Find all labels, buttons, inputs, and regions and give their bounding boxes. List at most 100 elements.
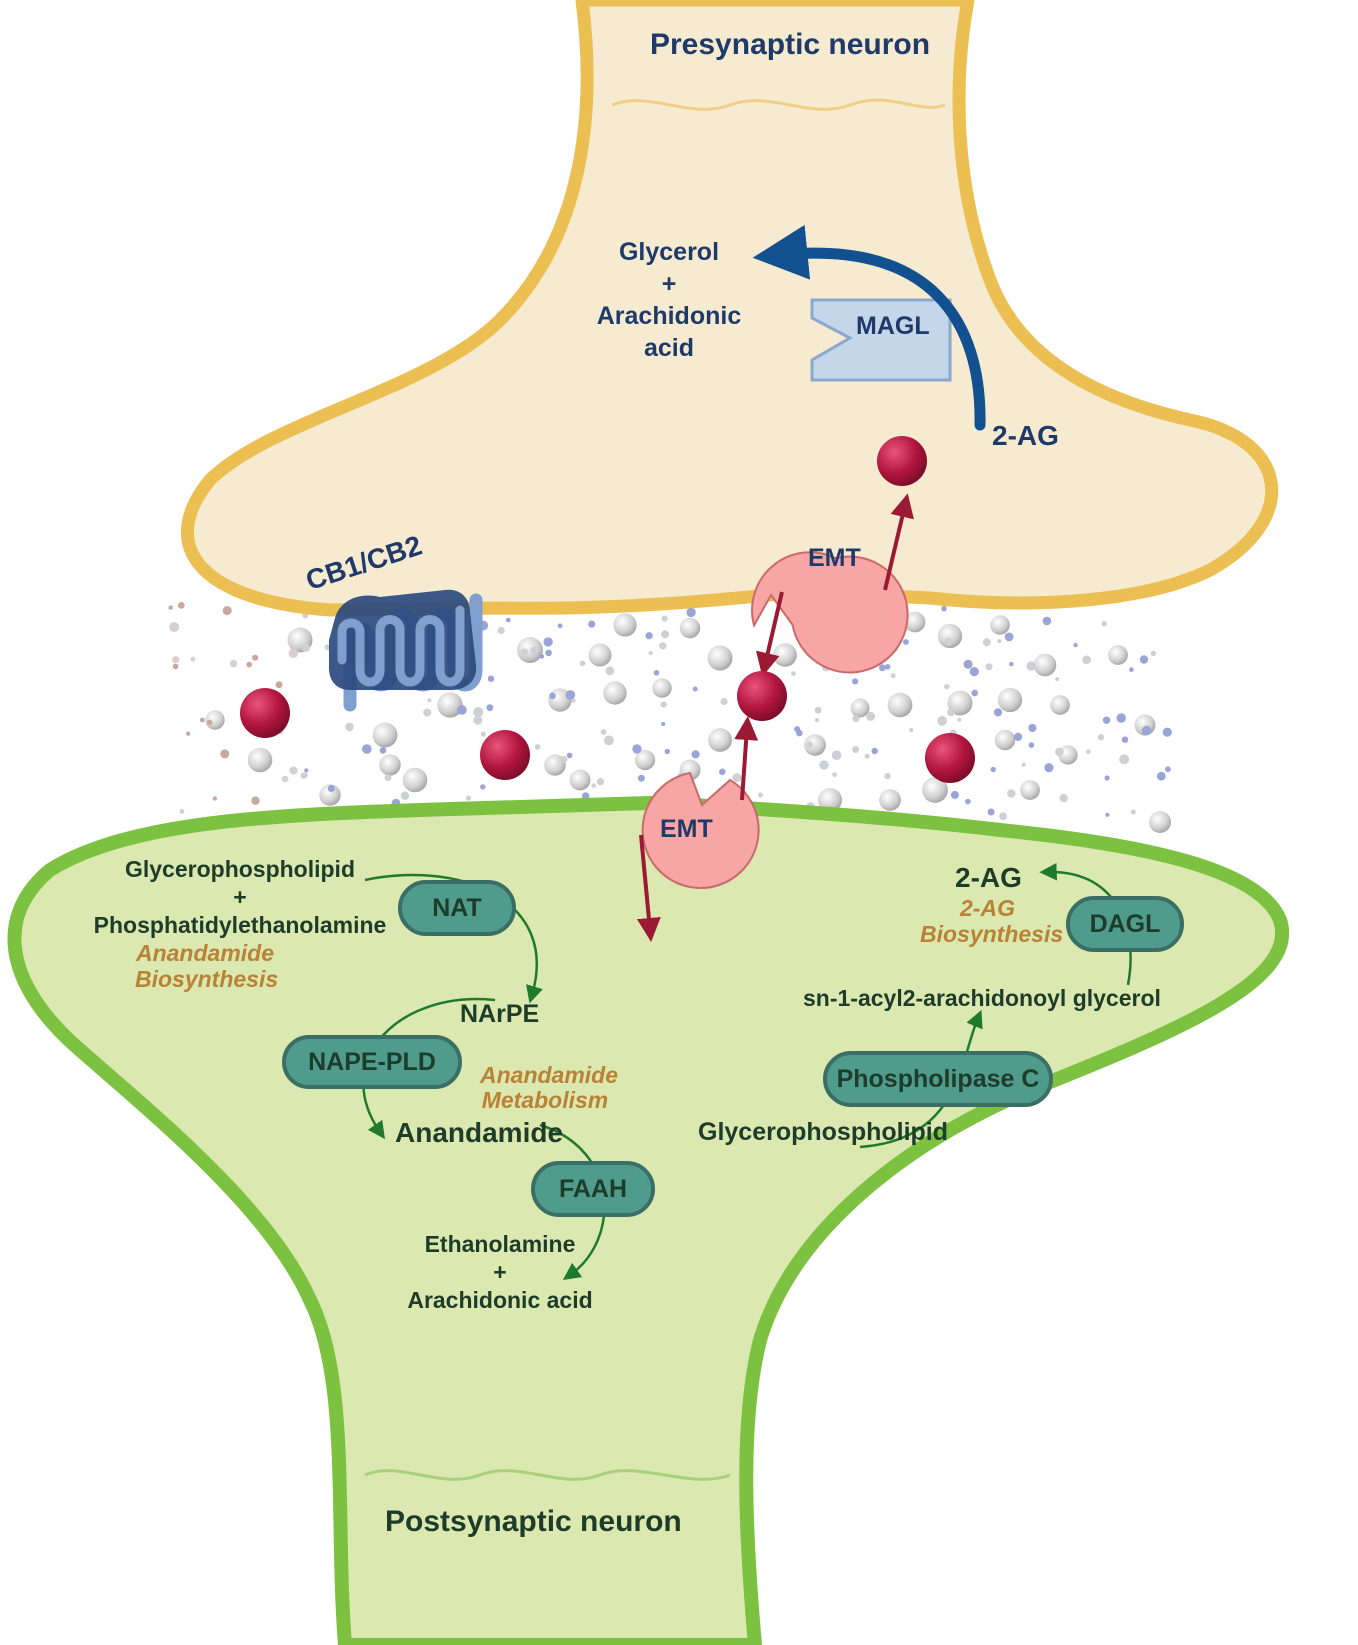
cleft-dot xyxy=(1104,775,1110,781)
post-2ag-label: 2-AG xyxy=(955,862,1022,893)
cleft-vesicle xyxy=(922,777,948,803)
cleft-dot xyxy=(947,708,955,717)
twoag-biosynthesis-line2: Biosynthesis xyxy=(920,921,1064,947)
cleft-dot xyxy=(791,671,796,676)
cleft-dot xyxy=(645,632,653,640)
cleft-dot xyxy=(190,656,196,662)
cleft-dot xyxy=(207,719,213,726)
cleft-dot xyxy=(950,790,959,799)
cleft-dot xyxy=(571,698,576,703)
cleft-dot xyxy=(212,796,217,801)
anandamide-metabolism-label: Anandamide Metabolism xyxy=(480,1063,618,1113)
glycerophospholipid-label: Glycerophospholipid xyxy=(698,1118,949,1146)
cleft-vesicle xyxy=(544,754,566,776)
cleft-dot xyxy=(1007,789,1016,798)
cleft-dot xyxy=(427,698,432,703)
cleft-dot xyxy=(379,747,387,754)
cleft-dot xyxy=(362,744,372,754)
cleft-vesicle xyxy=(997,687,1023,713)
cleft-vesicle xyxy=(372,722,398,748)
cleft-dot xyxy=(758,792,763,798)
cleft-dot xyxy=(1055,677,1060,682)
substrate-phosphatidylethanolamine: Phosphatidylethanolamine xyxy=(93,912,387,938)
cleft-vesicle xyxy=(379,754,401,776)
cleft-dot xyxy=(1073,643,1078,648)
cleft-vesicle xyxy=(679,617,701,639)
cleft-dot xyxy=(852,678,859,685)
cleft-vesicle xyxy=(247,747,273,773)
cleft-dot xyxy=(909,727,914,733)
anandamide-biosynthesis-line1: Anandamide xyxy=(135,940,275,966)
cleft-dot xyxy=(831,750,842,760)
cleft-vesicle xyxy=(588,643,612,667)
cleft-dot xyxy=(944,684,950,690)
cleft-dot xyxy=(487,675,495,682)
cleft-dot xyxy=(220,749,230,759)
cleft-vesicle xyxy=(1108,645,1128,665)
cleft-dot xyxy=(982,638,991,647)
cleft-dot xyxy=(1121,736,1129,743)
cleft-vesicle xyxy=(613,613,637,637)
cleft-dot xyxy=(971,689,978,697)
sn1-acyl-label: sn-1-acyl2-arachidonoyl glycerol xyxy=(803,985,1161,1011)
cleft-vesicle xyxy=(817,787,843,813)
cleft-dot xyxy=(993,708,1003,717)
cleft-dot xyxy=(660,701,667,708)
cleft-dot xyxy=(664,748,670,755)
cleft-dot xyxy=(1116,713,1126,723)
cleft-dot xyxy=(990,766,996,773)
anandamide-label: Anandamide xyxy=(395,1117,564,1148)
ligand-sphere xyxy=(480,730,530,780)
cleft-dot xyxy=(579,660,586,667)
postsynaptic-neuron-membrane xyxy=(7,795,1290,1645)
cleft-dot xyxy=(497,626,505,635)
magl-product-glycerol: Glycerol xyxy=(618,238,720,266)
cleft-dot xyxy=(1021,762,1026,767)
anandamide-substrates: Glycerophospholipid + Phosphatidylethano… xyxy=(90,855,390,939)
cleft-dot xyxy=(987,808,995,816)
emt-arrow-down-pre xyxy=(756,591,784,677)
substrate-plus: + xyxy=(233,884,247,910)
cleft-dot xyxy=(588,620,596,628)
cleft-dot xyxy=(864,753,870,759)
ligand-sphere xyxy=(737,671,787,721)
cleft-vesicle xyxy=(947,690,973,716)
cleft-dot xyxy=(985,663,993,671)
cleft-dot xyxy=(796,729,803,737)
cleft-dot xyxy=(400,791,410,800)
presynaptic-wave-line xyxy=(611,98,946,111)
cleft-vesicle xyxy=(990,615,1010,635)
cleft-dot xyxy=(1028,723,1037,733)
anandamide-biosynthesis-label: Anandamide Biosynthesis xyxy=(135,940,278,992)
cleft-dot xyxy=(600,729,607,735)
cleft-dot xyxy=(534,744,541,750)
cleft-dot xyxy=(1102,716,1111,724)
cleft-dot xyxy=(661,721,666,727)
phospholipase-c-enzyme: Phospholipase C xyxy=(823,1051,1053,1107)
pre-2ag-label: 2-AG xyxy=(992,420,1059,451)
cleft-dot xyxy=(251,796,260,805)
anandamide-metabolism-line2: Metabolism xyxy=(481,1087,609,1113)
cleft-dot xyxy=(384,774,392,782)
cleft-dot xyxy=(957,717,962,722)
cleft-vesicle xyxy=(879,789,901,811)
cleft-vesicle xyxy=(804,734,826,756)
faah-enzyme: FAAH xyxy=(531,1161,655,1217)
ligand-sphere xyxy=(877,436,927,486)
emt-pre-label: EMT xyxy=(808,544,861,572)
narpe-label: NArPE xyxy=(460,1000,540,1028)
cleft-dot xyxy=(557,623,563,629)
cleft-dot xyxy=(937,716,947,726)
cleft-dot xyxy=(560,756,568,763)
nat-enzyme: NAT xyxy=(398,880,516,936)
dagl-enzyme: DAGL xyxy=(1066,896,1184,952)
cleft-dot xyxy=(1059,794,1068,803)
cleft-dot xyxy=(692,686,698,692)
cleft-dot xyxy=(879,664,886,672)
cleft-dot xyxy=(1097,734,1105,741)
cleft-dot xyxy=(1165,766,1171,773)
product-arachidonic-acid: Arachidonic acid xyxy=(407,1287,593,1313)
faah-products: Ethanolamine + Arachidonic acid xyxy=(400,1230,600,1314)
cleft-vesicle xyxy=(708,728,732,752)
magl-product-plus: + xyxy=(661,270,677,298)
